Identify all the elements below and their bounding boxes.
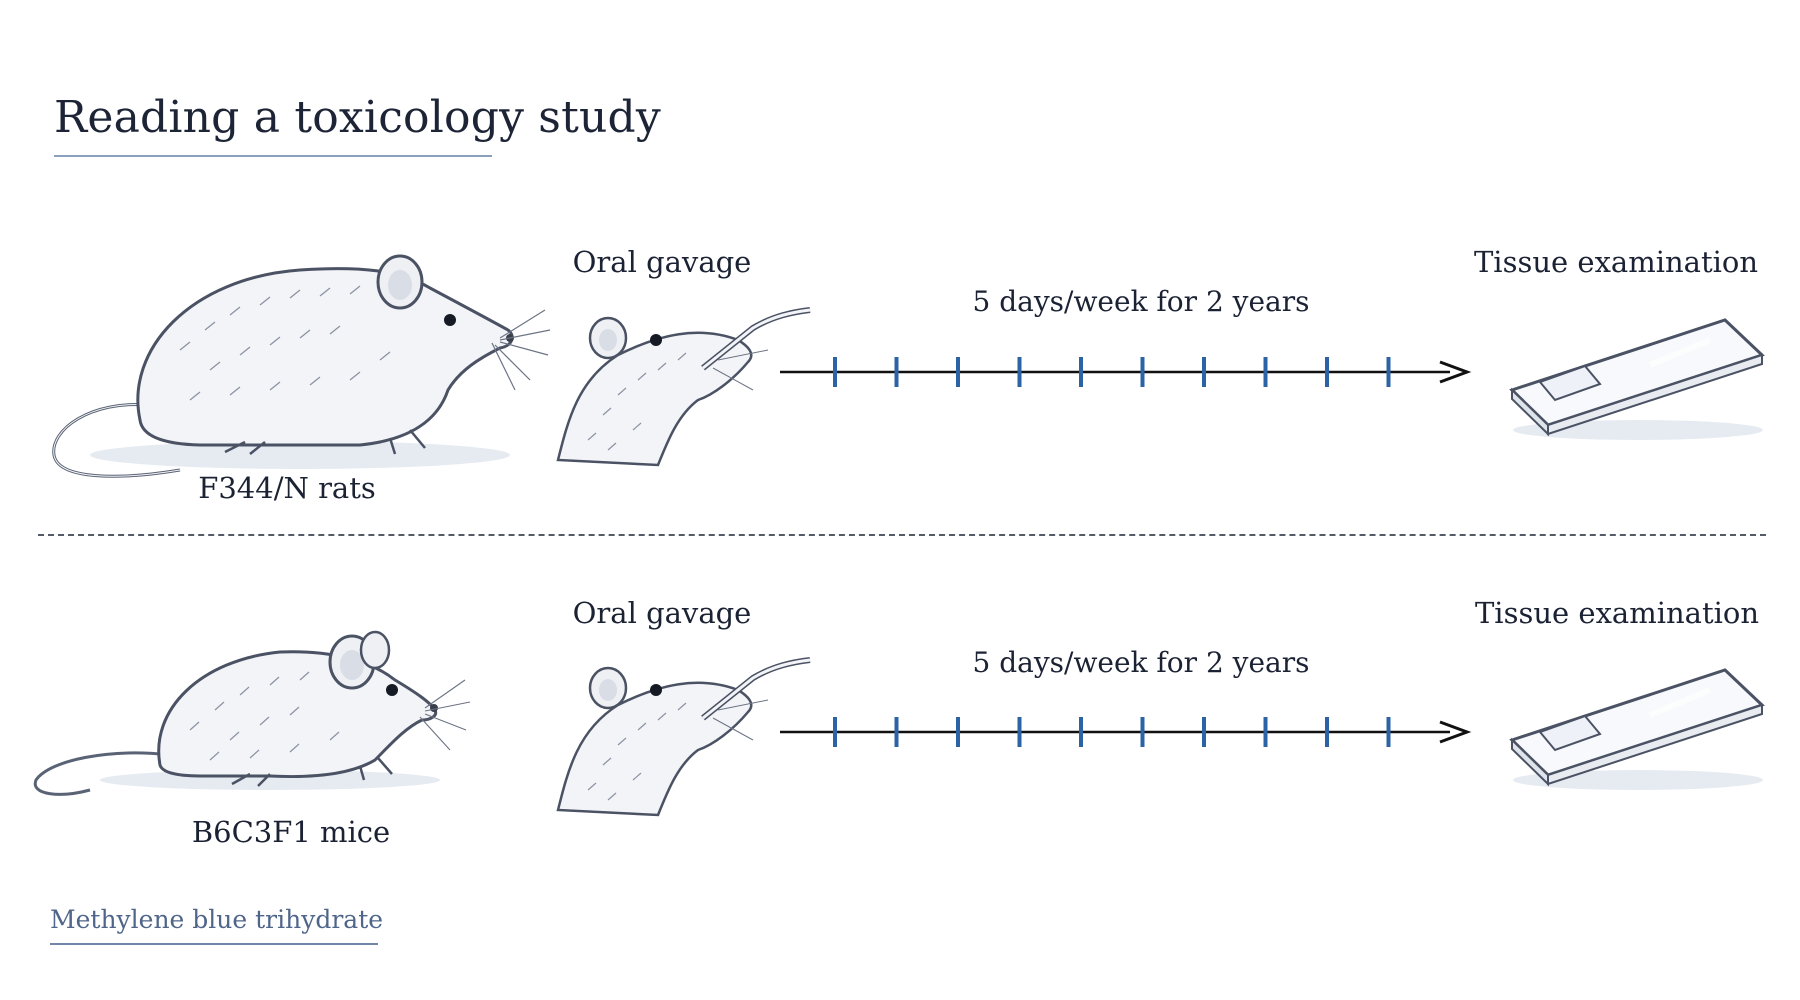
footer-underline — [50, 943, 378, 945]
gavage-mouse-icon — [556, 307, 811, 467]
gavage-mouse-icon — [556, 657, 811, 817]
dosing-timeline — [780, 717, 1472, 747]
rat-icon — [52, 254, 551, 478]
title-underline — [54, 155, 492, 157]
section-divider — [38, 534, 1766, 536]
species-label: F344/N rats — [198, 471, 376, 505]
timeline-arrowhead — [1439, 720, 1472, 744]
dosing-timeline — [780, 357, 1472, 387]
endpoint-label: Tissue examination — [1473, 245, 1759, 279]
timeline-arrowhead — [1439, 360, 1472, 384]
endpoint-label: Tissue examination — [1474, 596, 1760, 630]
method-label: Oral gavage — [572, 245, 752, 279]
schedule-label: 5 days/week for 2 years — [972, 646, 1310, 679]
microscope-slide-icon — [1509, 318, 1765, 440]
method-label: Oral gavage — [572, 596, 752, 630]
species-label: B6C3F1 mice — [191, 815, 391, 849]
page-title: Reading a toxicology study — [54, 92, 661, 143]
mouse-icon — [33, 630, 471, 796]
microscope-slide-icon — [1509, 668, 1765, 790]
compound-name: Methylene blue trihydrate — [50, 905, 384, 934]
schedule-label: 5 days/week for 2 years — [972, 285, 1310, 318]
